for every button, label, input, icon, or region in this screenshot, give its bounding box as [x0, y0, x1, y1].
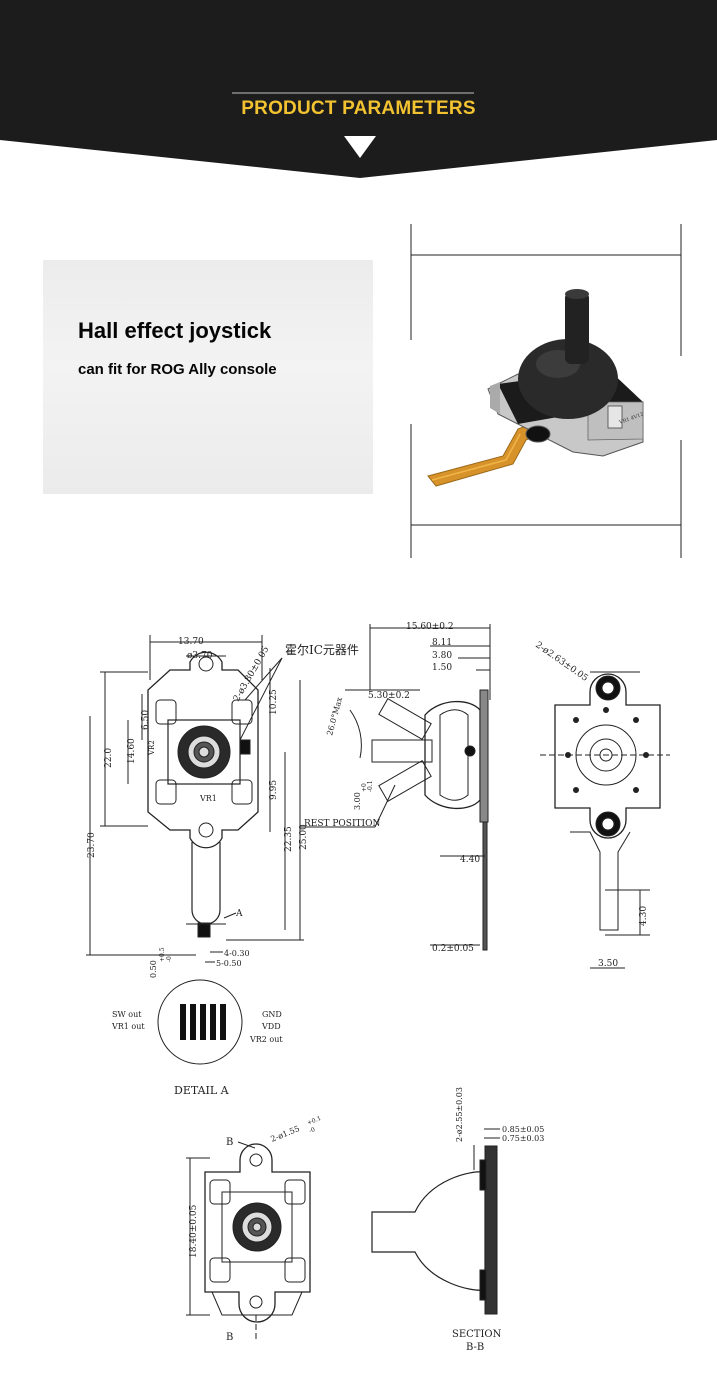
dim-hole-3-70: ø3.70: [187, 651, 213, 661]
dim-hole-1-55-tol-dn: -0: [308, 1126, 316, 1135]
bottom-view: B 2-ø1.55 +0.1 -0 18.40±0.05 B: [186, 1115, 322, 1343]
rear-view: 2-ø2.63±0.05 4.30 3.50: [533, 640, 670, 969]
dim-rear-holes: 2-ø2.63±0.05: [533, 640, 590, 684]
vr1-label: VR1: [199, 794, 217, 803]
dim-22-35: 22.35: [284, 826, 294, 852]
dim-0-50: 0.50: [149, 960, 158, 978]
dim-4-030: 4-0.30: [224, 949, 250, 958]
vr2-label: VR2: [148, 740, 156, 756]
technical-drawing: 13.70 ø3.70 2-ø3.80±0.05 霍尔IC元器件 VR2 VR1: [0, 580, 717, 1393]
dim-3-80: 3.80: [432, 651, 452, 661]
dim-2-55: 2-ø2.55±0.03: [455, 1087, 464, 1142]
product-photo: VR1 4V12: [408, 224, 684, 558]
dim-hole-1-55-tol-up: +0.1: [306, 1115, 322, 1127]
dim-23-70: 23.70: [87, 832, 97, 858]
product-subtitle: can fit for ROG Ally console: [78, 361, 277, 378]
detail-a: SW out VR1 out GND VDD VR2 out DETAIL A: [111, 979, 283, 1097]
dim-0-50-tol-dn: -0: [166, 956, 173, 962]
dim-5-050: 5-0.50: [216, 959, 242, 968]
dim-3-00-tol-up: +0: [361, 783, 368, 792]
product-title: Hall effect joystick: [78, 318, 272, 343]
section-title: PRODUCT PARAMETERS: [241, 98, 476, 119]
front-view: 13.70 ø3.70 2-ø3.80±0.05 霍尔IC元器件 VR2 VR1: [86, 635, 359, 978]
dim-0-50-tol-up: +0.5: [159, 947, 166, 962]
pin-sw-out: SW out: [112, 1010, 142, 1019]
pin-vr2-out: VR2 out: [249, 1035, 283, 1044]
detail-a-marker: A: [235, 909, 243, 919]
rest-position-label: REST POSITION: [304, 819, 380, 829]
header-banner: PRODUCT PARAMETERS: [0, 0, 717, 180]
pin-gnd: GND: [262, 1010, 282, 1019]
dim-4-40: 4.40: [460, 855, 480, 865]
section-subtitle: B-B: [466, 1342, 484, 1353]
dim-3-50: 3.50: [598, 959, 618, 969]
dim-6-50: 6.50: [141, 710, 151, 730]
dim-1-50: 1.50: [432, 663, 452, 673]
dim-18-40: 18.40±0.05: [189, 1204, 199, 1258]
dim-0-75: 0.75±0.03: [502, 1134, 544, 1143]
down-triangle-icon: [344, 136, 376, 158]
dim-hole-1-55: 2-ø1.55: [269, 1124, 301, 1144]
section-b-b: 2-ø2.55±0.03 0.85±0.05 0.75±0.03 SECTION…: [371, 1087, 544, 1353]
dim-4-30: 4.30: [639, 906, 649, 926]
dim-22-0: 22.0: [104, 748, 114, 768]
dim-3-00: 3.00: [353, 792, 362, 810]
side-view: 15.60±0.2 8.11 3.80 1.50 5.30±0.2 26.0°M…: [300, 622, 491, 954]
dim-8-11: 8.11: [432, 638, 452, 648]
dim-0-85: 0.85±0.05: [502, 1125, 544, 1134]
dim-hole-pair: 2-ø3.80±0.05: [232, 645, 272, 704]
section-b-top: B: [226, 1137, 233, 1148]
hall-ic-label: 霍尔IC元器件: [285, 642, 359, 657]
dim-5-30: 5.30±0.2: [368, 691, 410, 701]
section-b-bottom: B: [226, 1332, 233, 1343]
section-title: SECTION: [452, 1329, 502, 1340]
dim-angle: 26.0°Max: [325, 696, 344, 737]
dim-10-25: 10.25: [269, 689, 279, 715]
dim-25-00: 25.00: [299, 824, 309, 850]
dim-9-95: 9.95: [269, 780, 279, 800]
product-intro-card: Hall effect joystick can fit for ROG All…: [43, 260, 373, 494]
dim-14-60: 14.60: [127, 738, 137, 764]
dim-0-2: 0.2±0.05: [432, 944, 474, 954]
dim-13-70: 13.70: [178, 637, 204, 647]
dim-3-00-tol-dn: -0.1: [367, 780, 374, 792]
dim-15-60: 15.60±0.2: [406, 622, 454, 632]
detail-a-title: DETAIL A: [174, 1084, 230, 1097]
pin-vdd: VDD: [261, 1022, 281, 1031]
pin-vr1-out: VR1 out: [111, 1022, 145, 1031]
banner-background: [0, 0, 717, 178]
